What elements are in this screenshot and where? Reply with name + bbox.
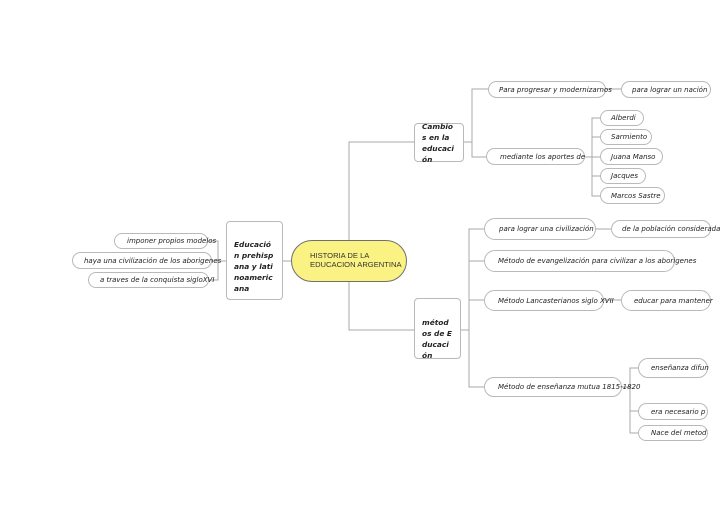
node-achieve-nation-label: para lograr un nación [632,85,708,94]
node-person-alberdi[interactable]: Alberdi [600,110,644,126]
node-evangelization-method-label: Método de evangelización para civilizar … [498,257,697,265]
central-topic-label: HISTORIA DE LA EDUCACION ARGENTINA [310,251,402,269]
node-achieve-civilization-label: para lograr una civilización [499,225,594,233]
node-achieve-civilization[interactable]: para lograr una civilización [484,218,596,240]
node-population-considered[interactable]: de la población considerada [611,220,720,238]
node-impose-models[interactable]: imponer propios modelos [114,233,216,249]
node-person-jacques-label: Jacques [611,172,639,180]
node-person-juana-manso[interactable]: Juana Manso [600,148,663,165]
node-impose-models-label: imponer propios modelos [127,237,217,245]
node-educate-to-maintain[interactable]: educar para mantener [621,290,713,311]
node-person-marcos-sastre[interactable]: Marcos Sastre [600,187,665,204]
node-person-sarmiento[interactable]: Sarmiento [600,129,652,145]
topic-education-methods-label: métodos de Educación [422,318,452,360]
node-educate-to-maintain-label: educar para mantener [634,296,713,305]
node-mutual-child-3-label: Nace del metod [651,429,707,437]
node-person-alberdi-label: Alberdi [611,114,636,122]
topic-prehispanic-education[interactable]: Educación prehispana y latinoamericana [226,221,283,300]
node-mutual-child-1[interactable]: enseñanza difun [638,358,709,378]
node-lancaster-method-label: Método Lancasterianos siglo XVII [498,296,614,305]
node-achieve-nation[interactable]: para lograr un nación [621,81,711,98]
node-progress[interactable]: Para progresar y modernizarnos [488,81,612,98]
node-mutual-child-2[interactable]: era necesario p [638,403,708,420]
node-mutual-child-2-label: era necesario p [651,407,706,416]
node-contributions[interactable]: mediante los aportes de [486,148,585,165]
node-person-juana-manso-label: Juana Manso [611,152,656,161]
node-person-sarmiento-label: Sarmiento [611,133,648,141]
node-contributions-label: mediante los aportes de [500,152,586,161]
topic-education-changes[interactable]: Cambios en la educación [414,121,464,164]
connector-lines [208,88,638,434]
node-mutual-teaching-method-label: Método de enseñanza mutua 1815-1820 [498,383,641,391]
node-mutual-teaching-method[interactable]: Método de enseñanza mutua 1815-1820 [484,377,640,397]
node-progress-label: Para progresar y modernizarnos [499,85,612,94]
topic-education-changes-label: Cambios en la educación [422,121,454,164]
node-conquest-century[interactable]: a traves de la conquista sigloXVI [88,272,214,288]
node-civilization-aborigines[interactable]: haya una civilización de los aborigenes [72,252,221,269]
node-population-considered-label: de la población considerada [622,225,720,233]
node-conquest-century-label: a traves de la conquista sigloXVI [100,276,215,284]
node-mutual-child-1-label: enseñanza difun [651,364,709,372]
node-mutual-child-3[interactable]: Nace del metod [638,425,708,441]
central-topic[interactable]: HISTORIA DE LA EDUCACION ARGENTINA [291,240,407,282]
node-evangelization-method[interactable]: Método de evangelización para civilizar … [484,250,696,272]
node-lancaster-method[interactable]: Método Lancasterianos siglo XVII [484,290,614,311]
topic-education-methods[interactable]: métodos de Educación [414,298,461,360]
node-person-jacques[interactable]: Jacques [600,168,646,184]
node-civilization-aborigines-label: haya una civilización de los aborigenes [84,256,222,265]
node-person-marcos-sastre-label: Marcos Sastre [611,191,661,200]
topic-prehispanic-education-label: Educación prehispana y latinoamericana [234,240,274,293]
